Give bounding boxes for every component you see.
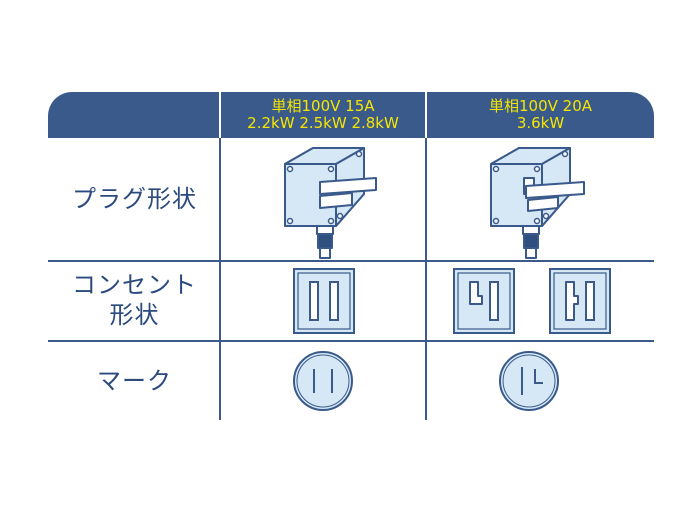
table-header: 単相100V 15A 2.2kW 2.5kW 2.8kW 単相100V 20A … [48,92,654,138]
column-divider-1 [219,138,221,420]
header-20a: 単相100V 20A 3.6kW [427,92,654,138]
header-20a-line1: 単相100V 20A [488,97,592,115]
mark-15a-icon [293,351,353,411]
mark-20a-icon [499,351,559,411]
header-15a-line1: 単相100V 15A [271,97,375,115]
header-20a-line2: 3.6kW [516,114,565,132]
row-label-outlet-line1: コンセント [72,271,197,299]
row-label-plug-text: プラグ形状 [72,185,197,213]
row-divider-1 [48,260,654,262]
row-label-mark-text: マーク [97,367,172,395]
row-label-mark: マーク [48,342,221,420]
header-divider-1 [219,92,221,138]
plug-15a-icon [284,147,377,259]
row-label-outlet: コンセント 形状 [48,262,221,338]
header-divider-2 [425,92,427,138]
header-15a: 単相100V 15A 2.2kW 2.5kW 2.8kW [221,92,425,138]
plug-20a-icon [490,147,585,259]
row-label-plug: プラグ形状 [48,140,221,258]
row-divider-2 [48,340,654,342]
outlet-20a-type2-icon [549,268,611,334]
header-15a-line2: 2.2kW 2.5kW 2.8kW [247,114,399,132]
column-divider-2 [425,138,427,420]
outlet-15a-icon [293,268,355,334]
outlet-20a-type1-icon [453,268,515,334]
row-label-outlet-line2: 形状 [109,301,160,329]
